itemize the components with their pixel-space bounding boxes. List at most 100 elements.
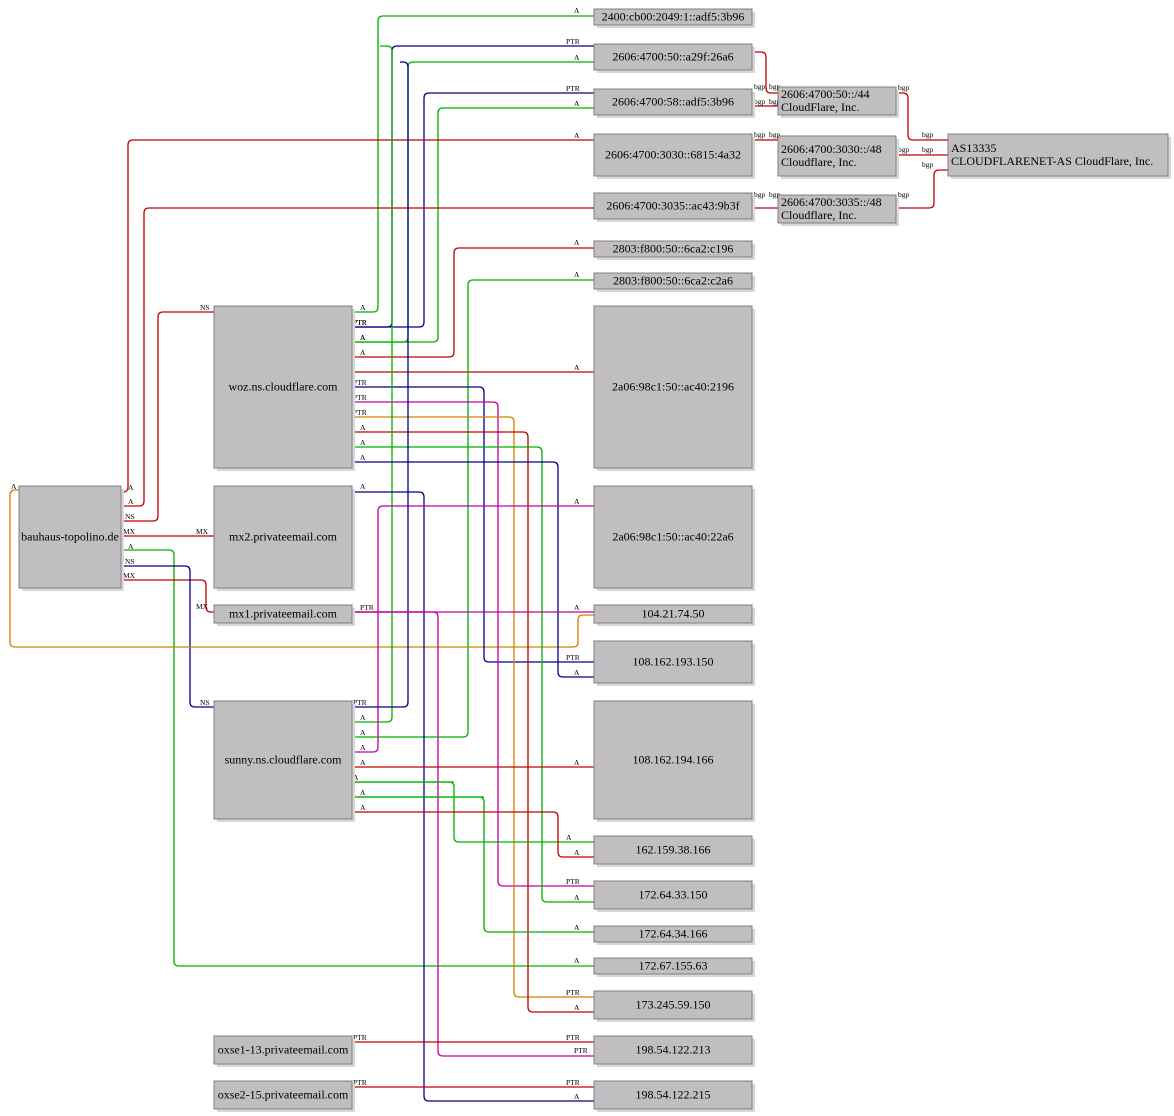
node-box[interactable] bbox=[593, 700, 753, 820]
node-n-2606-3030h[interactable]: 2606:4700:3030::6815:4a32 bbox=[593, 133, 755, 179]
edge-label: A bbox=[574, 848, 580, 857]
edge-e21: AA bbox=[352, 438, 594, 903]
edge-label: A bbox=[574, 956, 580, 965]
node-box[interactable] bbox=[593, 192, 753, 220]
node-n-198-213[interactable]: 198.54.122.213 bbox=[593, 1035, 755, 1067]
edge-label: A bbox=[360, 348, 366, 357]
node-box[interactable] bbox=[593, 604, 753, 624]
node-box[interactable] bbox=[593, 305, 753, 469]
node-box[interactable] bbox=[593, 485, 753, 589]
node-n-oxse1[interactable]: oxse1-13.privateemail.com bbox=[213, 1035, 355, 1067]
edge-label: A bbox=[128, 483, 134, 492]
node-n-bauhaus[interactable]: bauhaus-topolino.de bbox=[18, 485, 124, 591]
node-n-2803-c196[interactable]: 2803:f800:50::6ca2:c196 bbox=[593, 240, 755, 260]
node-n-mx2[interactable]: mx2.privateemail.com bbox=[213, 485, 355, 591]
node-box[interactable] bbox=[593, 8, 753, 26]
node-n-104[interactable]: 104.21.74.50 bbox=[593, 604, 755, 626]
node-box[interactable] bbox=[213, 1035, 353, 1065]
node-n-2606-3035h[interactable]: 2606:4700:3035::ac43:9b3f bbox=[593, 192, 755, 222]
edge-label: A bbox=[574, 53, 580, 62]
edge-e25: AA bbox=[352, 497, 594, 753]
node-n-oxse2[interactable]: oxse2-15.privateemail.com bbox=[213, 1080, 355, 1112]
edge-e06: AA bbox=[121, 131, 594, 493]
node-label: oxse2-15.privateemail.com bbox=[218, 1088, 349, 1102]
edge-label: bgp bbox=[754, 130, 766, 139]
edge-line bbox=[352, 61, 409, 708]
node-box[interactable] bbox=[593, 990, 753, 1020]
edge-line bbox=[352, 279, 594, 738]
node-box[interactable] bbox=[777, 135, 897, 177]
edge-label: PTR bbox=[353, 318, 367, 327]
node-box[interactable] bbox=[593, 1035, 753, 1065]
node-box[interactable] bbox=[947, 133, 1169, 177]
node-box[interactable] bbox=[593, 1080, 753, 1110]
edge-line bbox=[352, 386, 594, 663]
node-n-173[interactable]: 173.245.59.150 bbox=[593, 990, 755, 1022]
node-n-108-166[interactable]: 108.162.194.166 bbox=[593, 700, 755, 822]
node-n-sunny[interactable]: sunny.ns.cloudflare.com bbox=[213, 700, 355, 822]
edge-line bbox=[352, 45, 393, 723]
edge-line bbox=[9, 489, 594, 648]
edge-line bbox=[352, 15, 594, 313]
node-n-162[interactable]: 162.159.38.166 bbox=[593, 835, 755, 867]
node-n-mx1[interactable]: mx1.privateemail.com bbox=[213, 604, 355, 626]
node-n-2803-c2a6[interactable]: 2803:f800:50::6ca2:c2a6 bbox=[593, 272, 755, 292]
edge-label: A bbox=[360, 453, 366, 462]
node-box[interactable] bbox=[213, 1080, 353, 1110]
node-box[interactable] bbox=[593, 88, 753, 116]
node-label: woz.ns.cloudflare.com bbox=[229, 380, 339, 394]
node-box[interactable] bbox=[593, 957, 753, 975]
node-n-2a06-2196[interactable]: 2a06:98c1:50::ac40:2196 bbox=[593, 305, 755, 471]
node-n-2400[interactable]: 2400:cb00:2049:1::adf5:3b96 bbox=[593, 8, 755, 28]
node-box[interactable] bbox=[213, 485, 353, 589]
edge-label: A bbox=[360, 728, 366, 737]
node-n-2606-a29f[interactable]: 2606:4700:50::a29f:26a6 bbox=[593, 43, 755, 73]
node-box[interactable] bbox=[18, 485, 122, 589]
node-label: bauhaus-topolino.de bbox=[21, 530, 119, 544]
node-n-172-34[interactable]: 172.64.34.166 bbox=[593, 925, 755, 945]
node-box[interactable] bbox=[213, 604, 353, 624]
edge-label: PTR bbox=[360, 603, 374, 612]
edge-label: A bbox=[574, 363, 580, 372]
node-box[interactable] bbox=[593, 835, 753, 865]
node-n-woz[interactable]: woz.ns.cloudflare.com bbox=[213, 305, 355, 471]
node-n-108-150[interactable]: 108.162.193.150 bbox=[593, 640, 755, 686]
node-box[interactable] bbox=[593, 880, 753, 910]
edge-label: A bbox=[574, 1003, 580, 1012]
edge-e09: AA bbox=[352, 238, 594, 358]
node-n-2606-58[interactable]: 2606:4700:58::adf5:3b96 bbox=[593, 88, 755, 118]
node-box[interactable] bbox=[593, 272, 753, 290]
node-box[interactable] bbox=[593, 640, 753, 684]
node-box[interactable] bbox=[593, 240, 753, 258]
edge-label: bgp bbox=[754, 82, 766, 91]
node-n-2a06-22a6[interactable]: 2a06:98c1:50::ac40:22a6 bbox=[593, 485, 755, 591]
edge-line bbox=[352, 505, 594, 753]
edge-line bbox=[121, 139, 594, 493]
node-n-172-33[interactable]: 172.64.33.150 bbox=[593, 880, 755, 912]
edge-line bbox=[352, 416, 594, 998]
node-box[interactable] bbox=[213, 305, 353, 469]
node-box[interactable] bbox=[213, 700, 353, 820]
node-box[interactable] bbox=[777, 86, 897, 116]
node-box[interactable] bbox=[593, 925, 753, 943]
node-box[interactable] bbox=[777, 194, 897, 224]
node-box[interactable] bbox=[593, 133, 753, 177]
edge-label: A bbox=[360, 423, 366, 432]
edge-label: NS bbox=[200, 698, 210, 707]
edge-label: PTR bbox=[566, 84, 580, 93]
node-n-198-215[interactable]: 198.54.122.215 bbox=[593, 1080, 755, 1112]
node-n-172-67[interactable]: 172.67.155.63 bbox=[593, 957, 755, 977]
node-label: 198.54.122.215 bbox=[636, 1088, 711, 1102]
node-label: CloudFlare, Inc. bbox=[781, 100, 859, 114]
node-box[interactable] bbox=[593, 43, 753, 71]
edge-label: bgp bbox=[922, 145, 934, 154]
edge-label: A bbox=[574, 603, 580, 612]
